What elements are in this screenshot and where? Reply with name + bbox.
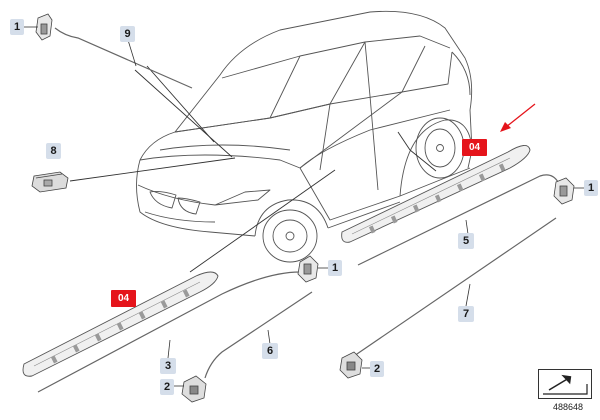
callout-part-2-left: 2: [160, 379, 174, 395]
cable-part-5: [357, 174, 559, 266]
side-antenna-strip-right: [341, 145, 531, 243]
callout-part-6: 6: [262, 343, 278, 359]
highlight-arrow: [500, 103, 536, 132]
callout-part-8: 8: [46, 143, 61, 159]
callout-part-04-left: 04: [111, 290, 136, 307]
callout-part-1-top: 1: [10, 19, 24, 35]
connector-part-2-left: [181, 375, 207, 403]
module-part-8: [31, 171, 69, 193]
side-antenna-strip-left: [22, 271, 219, 377]
connector-part-1-mid: [297, 255, 319, 283]
connector-part-1-right: [553, 177, 575, 205]
antenna-cable-9: [54, 27, 193, 89]
callout-part-1-right: 1: [584, 180, 598, 196]
callout-part-3: 3: [160, 358, 176, 374]
cable-part-3: [37, 271, 301, 393]
callout-part-04-right: 04: [462, 139, 487, 156]
callout-part-5: 5: [458, 233, 474, 249]
arrow-to-panel-icon[interactable]: [538, 369, 592, 399]
cable-part-7: [353, 217, 557, 357]
leader-lines: [69, 65, 437, 273]
car-outline: [136, 10, 473, 263]
diagram-number: 488648: [553, 402, 584, 412]
callout-part-7: 7: [458, 306, 474, 322]
cable-part-6: [204, 291, 313, 379]
connector-part-2-right: [339, 351, 363, 379]
callout-part-2-right: 2: [370, 361, 384, 377]
callout-part-9: 9: [120, 26, 135, 42]
callout-part-1-mid: 1: [328, 260, 342, 276]
connector-part-1-top: [35, 13, 53, 41]
